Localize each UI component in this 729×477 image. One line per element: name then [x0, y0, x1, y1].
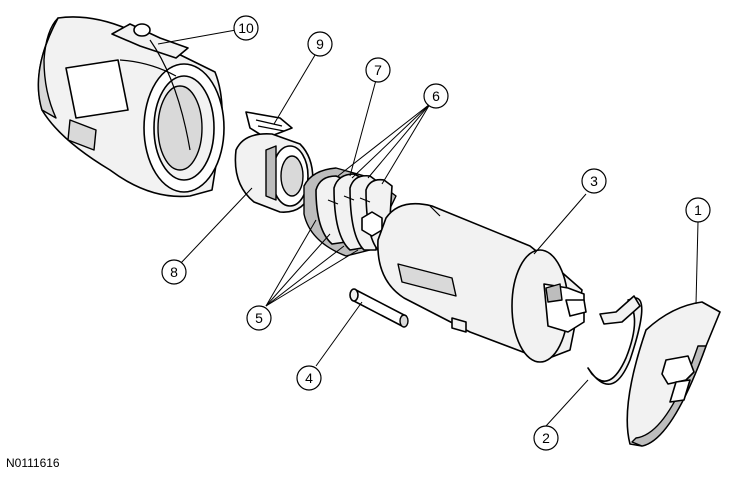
callout-10: 10 [233, 15, 259, 41]
callout-2: 2 [533, 425, 559, 451]
leader-lines [157, 29, 699, 427]
retainer-cap-part [245, 111, 293, 139]
retaining-plate-part [626, 301, 721, 447]
leader-5a [265, 219, 317, 307]
callout-9-label: 9 [316, 36, 324, 52]
lock-cylinder-part [377, 202, 587, 363]
callout-7: 7 [365, 57, 391, 83]
leader-1 [695, 221, 699, 305]
leader-5b [265, 233, 331, 307]
callout-4: 4 [296, 365, 322, 391]
tumbler-stack-part [303, 167, 397, 257]
leader-10 [157, 29, 237, 45]
leader-5d [265, 249, 359, 307]
callout-9: 9 [307, 31, 333, 57]
leader-6b [351, 103, 431, 179]
callout-3-label: 3 [590, 173, 598, 189]
leader-3 [533, 193, 587, 255]
callout-1: 1 [685, 197, 711, 223]
figure-id-label: N0111616 [6, 456, 60, 470]
leader-4 [315, 301, 363, 367]
callout-6: 6 [423, 83, 449, 109]
bezel-cap-part [234, 133, 314, 213]
leader-2 [545, 379, 589, 427]
callout-4-label: 4 [305, 370, 313, 386]
callout-5: 5 [246, 305, 272, 331]
roll-pin-part [349, 288, 409, 328]
callout-7-label: 7 [374, 62, 382, 78]
callout-5-label: 5 [255, 310, 263, 326]
leader-6c [367, 103, 431, 179]
lock-housing-part [37, 16, 225, 198]
callout-6-label: 6 [432, 88, 440, 104]
leader-9 [273, 49, 319, 125]
leader-8 [179, 187, 253, 265]
callout-8: 8 [161, 259, 187, 285]
callout-3: 3 [581, 168, 607, 194]
leader-7 [349, 79, 377, 177]
callout-1-label: 1 [694, 202, 702, 218]
snap-ring-part [587, 295, 643, 385]
leader-5c [265, 245, 345, 307]
callout-2-label: 2 [542, 430, 550, 446]
callout-10-label: 10 [238, 20, 254, 36]
leader-6a [337, 103, 431, 177]
callout-8-label: 8 [170, 264, 178, 280]
leader-6d [381, 103, 431, 185]
